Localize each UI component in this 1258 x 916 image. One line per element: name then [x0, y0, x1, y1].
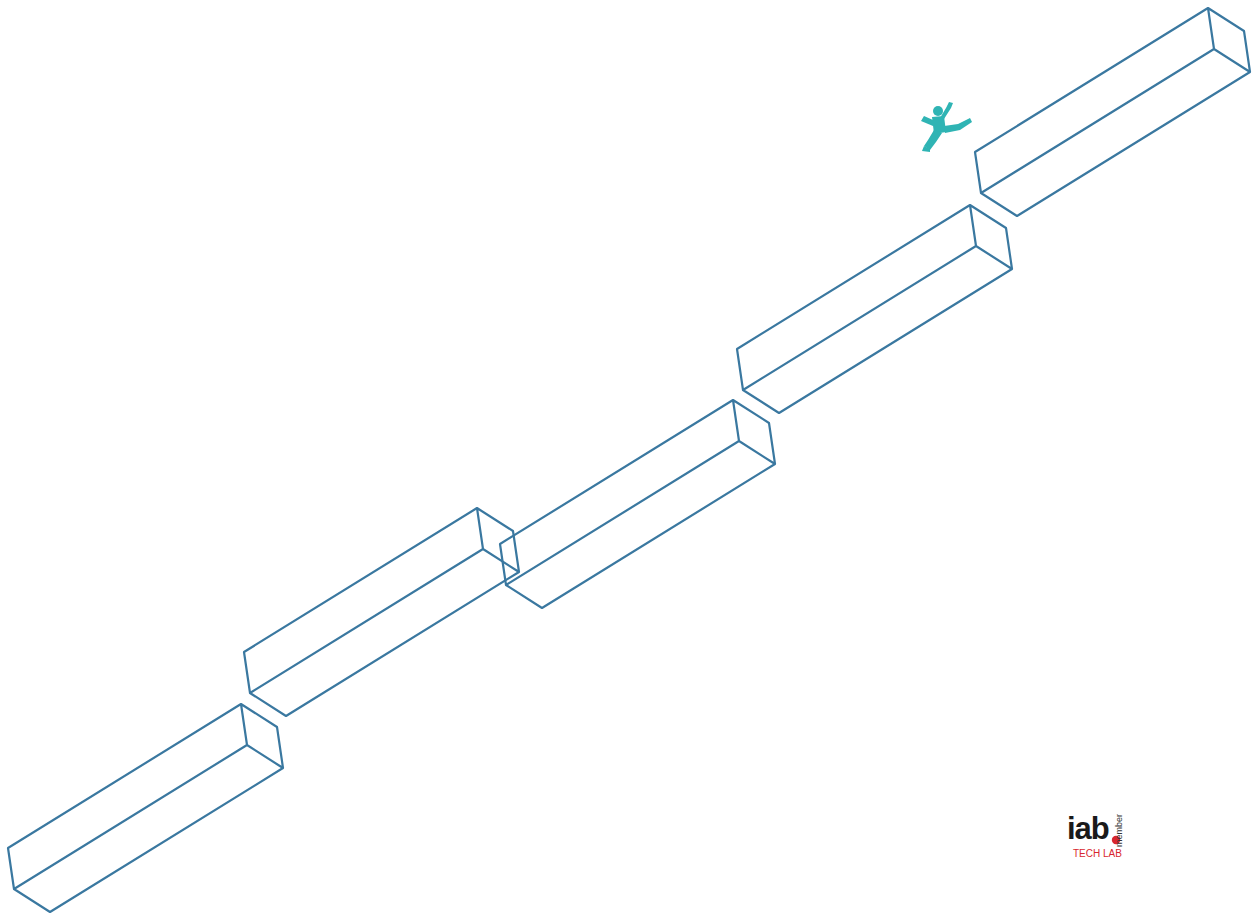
block-group [8, 8, 1250, 912]
logo-wordmark: iab [1067, 813, 1109, 844]
logo-member: member [1115, 814, 1124, 847]
block-outline [244, 508, 519, 716]
logo-subtitle: TECH LAB [1073, 849, 1122, 859]
block-outline [8, 704, 283, 912]
block-outline [737, 205, 1012, 413]
jumping-figure [921, 102, 972, 152]
block-outline [500, 400, 775, 608]
block-outline [975, 8, 1250, 216]
